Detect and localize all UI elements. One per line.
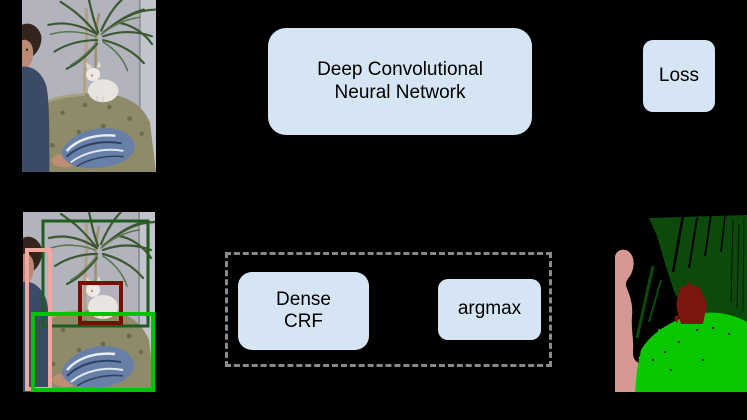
dense-crf-node: Dense CRF	[238, 272, 369, 350]
annotated-photo	[23, 212, 155, 392]
bbox-potted-plant	[41, 219, 150, 328]
region-cat	[676, 281, 707, 324]
argmax-node: argmax	[438, 279, 541, 340]
bbox-sofa	[31, 312, 155, 392]
segmentation-output	[613, 210, 747, 392]
crf-argmax-group	[225, 252, 552, 367]
loss-label: Loss	[658, 64, 700, 86]
input-photo	[22, 0, 156, 172]
dense-crf-label: Dense CRF	[276, 288, 331, 332]
region-sofa	[635, 312, 747, 392]
argmax-label: argmax	[457, 298, 522, 320]
bbox-cat	[78, 281, 123, 325]
dcnn-label: Deep Convolutional Neural Network	[317, 59, 483, 103]
loss-node: Loss	[643, 40, 715, 112]
region-person	[615, 249, 644, 392]
dcnn-node: Deep Convolutional Neural Network	[268, 28, 532, 135]
